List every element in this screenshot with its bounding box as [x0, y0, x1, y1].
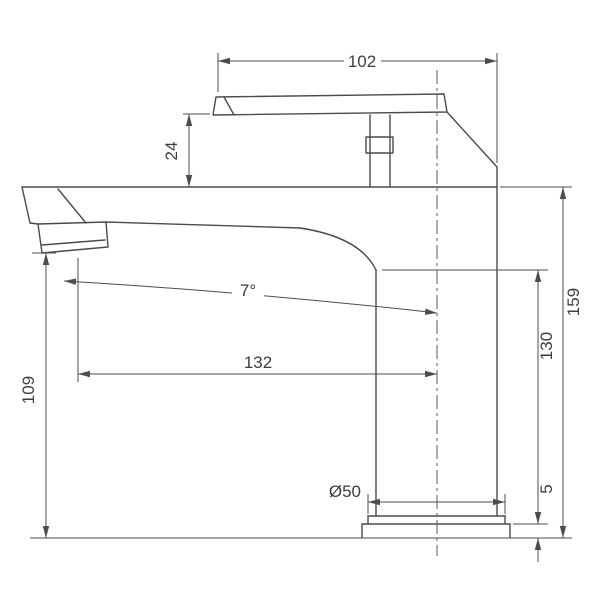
label-backplate: [232, 280, 264, 298]
dim-label-24: 24: [162, 142, 181, 161]
faucet-handle: [212, 93, 448, 116]
spout-underside-tip: [29, 222, 39, 225]
dim-label-d50: Ø50: [329, 482, 361, 501]
dimension-body-height: 130: [382, 269, 556, 525]
dim-label-109: 109: [19, 376, 38, 404]
dim-label-102: 102: [348, 52, 376, 71]
aerator-inner-line: [41, 239, 106, 246]
body-shoulder-slope: [446, 111, 498, 168]
aerator-outlet: [37, 221, 109, 254]
spout-joint-detail-line: [57, 188, 87, 224]
dimension-total-height: 159: [500, 186, 583, 538]
dim-label-5: 5: [537, 484, 556, 493]
spout-body-curve: [299, 227, 377, 271]
spout-underside-edge: [105, 221, 301, 229]
spout-tip-edge: [21, 186, 31, 224]
handle-adapter-block: [365, 136, 394, 154]
dimension-base-diameter: Ø50: [329, 482, 506, 514]
dim-label-159: 159: [564, 288, 583, 316]
handle-tip-detail-line: [223, 96, 235, 116]
dimension-spout-angle: 7°: [63, 278, 438, 315]
dim-label-7deg: 7°: [240, 281, 256, 300]
dimension-spout-reach: 132: [77, 258, 437, 382]
dimension-handle-clearance: 24: [162, 113, 210, 187]
dim-label-132: 132: [244, 353, 272, 372]
dimension-outlet-height: 109: [19, 252, 56, 538]
dimension-base-plate-thickness: 5: [534, 484, 556, 562]
dimension-top-width: 102: [217, 52, 498, 163]
dim-label-130: 130: [537, 332, 556, 360]
